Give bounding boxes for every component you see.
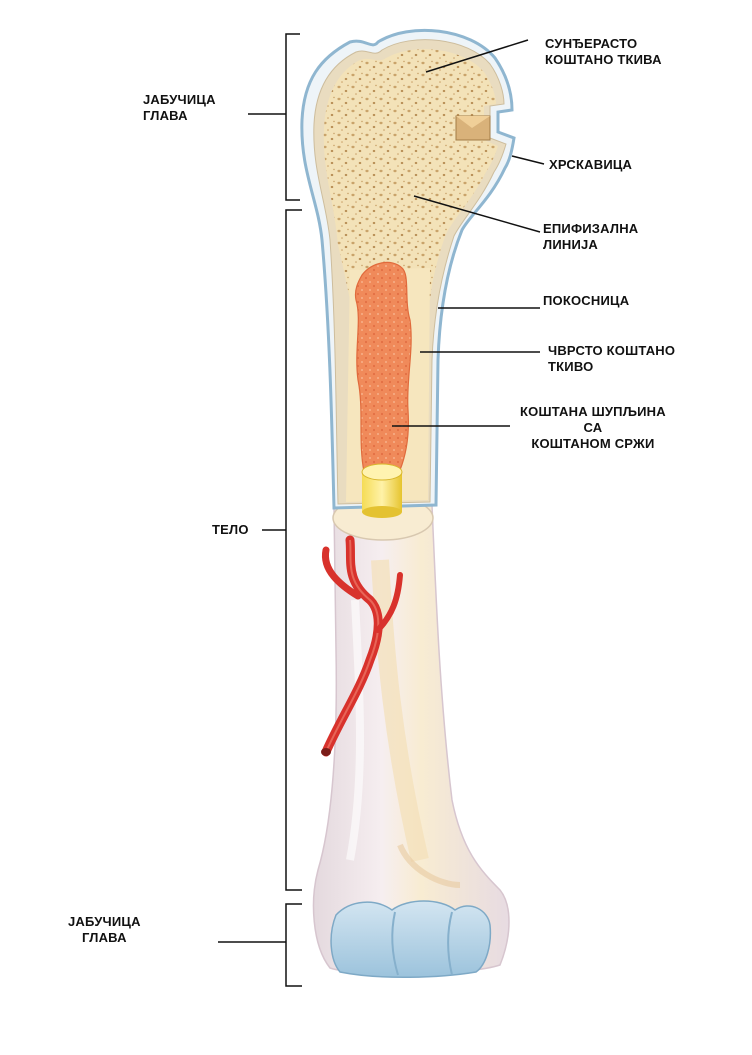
leader-epiphyseal [413, 195, 541, 233]
bracket-proximal-head [248, 33, 300, 201]
label-marrow-cavity: КОШТАНА ШУПЉИНА СА КОШТАНОМ СРЖИ [520, 404, 666, 451]
leader-cartilage [511, 155, 545, 165]
shaft-exterior [312, 504, 510, 975]
bracket-shaft [262, 209, 302, 891]
artery-icon [321, 535, 403, 757]
marrow-cavity [354, 261, 412, 473]
label-epiphyseal-line: ЕПИФИЗАЛНА ЛИНИЈА [543, 221, 639, 252]
bracket-distal-head [218, 903, 302, 987]
yellow-marrow-plug-icon [361, 463, 403, 518]
spongy-bone-head [323, 49, 498, 301]
label-proximal-head: ЈАБУЧИЦА ГЛАВА [143, 92, 216, 123]
label-shaft: ТЕЛО [212, 522, 249, 537]
label-spongy-bone: СУНЂЕРАСТО КОШТАНО ТКИВА [545, 36, 662, 67]
label-compact-bone: ЧВРСТО КОШТАНО ТКИВО [548, 343, 676, 374]
distal-cartilage [330, 900, 492, 978]
leader-spongy [425, 39, 529, 73]
label-periosteum: ПОКОСНИЦА [543, 293, 630, 308]
label-distal-head: ЈАБУЧИЦА ГЛАВА [68, 914, 141, 945]
label-cartilage: ХРСКАВИЦА [549, 157, 633, 172]
